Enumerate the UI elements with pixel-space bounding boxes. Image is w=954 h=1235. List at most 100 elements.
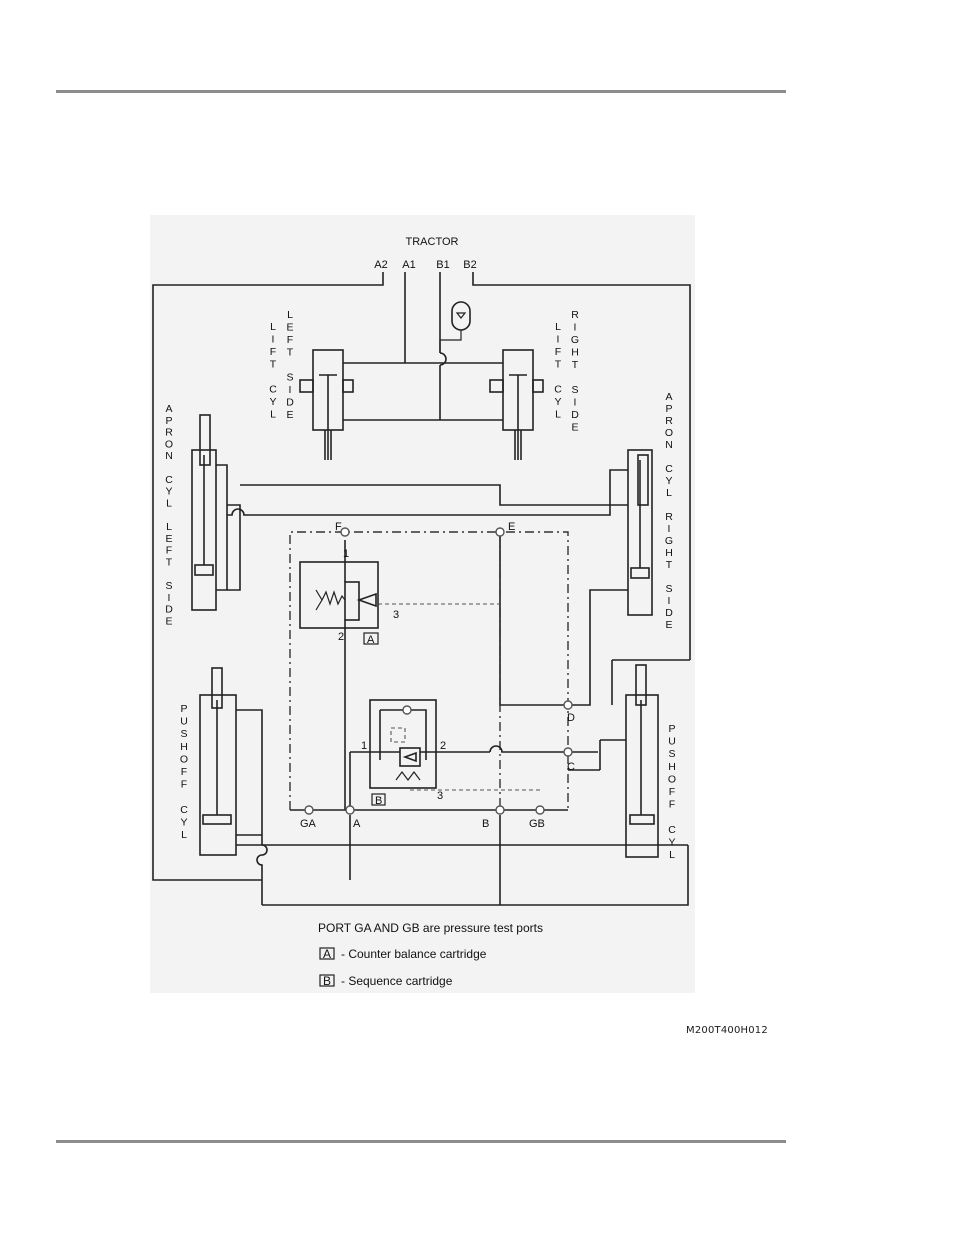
apron-cyl-right-label-letter: C (665, 463, 673, 475)
apron-cyl-left-label-letter: I (168, 592, 171, 604)
apron-cyl-left-label-letter: T (166, 556, 173, 568)
lift-left-side-label-letter: T (287, 347, 294, 359)
pushoff-cyl-left-label-letter: O (180, 753, 188, 765)
legend-a-text: - Counter balance cartridge (341, 947, 487, 961)
port-label-b2: B2 (463, 259, 476, 271)
legend-b-key: B (323, 974, 331, 988)
apron-cyl-right-label-letter: L (666, 487, 672, 499)
apron-cyl-left-label-letter: F (166, 545, 172, 557)
node-c-port (563, 747, 573, 757)
pushoff-cyl-right-label-letter: O (668, 773, 676, 785)
apron-cyl-left-label-letter: D (165, 604, 173, 616)
outer-return-circuit (152, 272, 691, 906)
lift-left-side-label-letter: L (287, 309, 293, 321)
lift-cyl-left-label-letter: C (269, 384, 277, 396)
apron-cyl-right-label-letter: P (665, 403, 672, 415)
lift-cylinder-right (489, 349, 544, 460)
cart-b-port-3: 3 (437, 790, 443, 802)
apron-cyl-right-label-letter: O (665, 427, 673, 439)
lift-cyl-right-label-letter: L (555, 321, 561, 333)
lift-cyl-left-label-letter: T (270, 359, 277, 371)
lift-left-side-label-letter: F (287, 334, 293, 346)
sequence-cartridge: 1 2 3 B (349, 699, 598, 810)
node-markers (304, 527, 573, 815)
node-c-label: C (567, 761, 575, 773)
node-ga-label: GA (300, 818, 317, 830)
apron-cyl-left-label-letter: L (166, 521, 172, 533)
port-label-b1: B1 (436, 259, 449, 271)
apron-cyl-right-label-letter: I (668, 595, 671, 607)
accumulator-icon (439, 301, 471, 353)
pushoff-cyl-left-label-letter: H (180, 741, 188, 753)
lift-cylinder-left (299, 349, 354, 460)
node-e-port (495, 527, 505, 537)
apron-cyl-right-label-letter: Y (665, 475, 672, 487)
lift-cyl-left-label-letter: I (272, 334, 275, 346)
legend-a-key: A (323, 947, 331, 961)
apron-cyl-right-label-letter: R (665, 511, 673, 523)
cart-a-port-2: 2 (338, 631, 344, 643)
pushoff-cyl-right-label-letter: Y (668, 836, 675, 848)
apron-cyl-right-label-letter: S (665, 583, 672, 595)
pushoff-cyl-right-label-letter: P (668, 723, 675, 735)
pushoff-cyl-left-label-letter: U (180, 716, 188, 728)
apron-cyl-right-label-letter: R (665, 415, 673, 427)
pushoff-cyl-left-label-letter: C (180, 804, 188, 816)
lift-cyl-right-label-letter: Y (554, 396, 561, 408)
apron-cyl-right-label-letter: E (665, 619, 672, 631)
tractor-label: TRACTOR (406, 236, 459, 248)
apron-cyl-left-label-letter: L (166, 497, 172, 509)
cart-b-port-2: 2 (440, 740, 446, 752)
apron-cyl-left-label-letter: Y (165, 486, 172, 498)
lift-right-side-label-letter: I (574, 322, 577, 334)
lift-cyl-left-label-letter: L (270, 409, 276, 421)
lift-right-side-label-letter: H (571, 347, 579, 359)
pushoff-cyl-left-label-letter: L (181, 829, 187, 841)
manifold-line (290, 769, 600, 905)
apron-cyl-left-label-letter: A (165, 403, 172, 415)
lift-left-side-label-letter: I (289, 384, 292, 396)
pushoff-cyl-left-label-letter: P (180, 703, 187, 715)
lift-left-side-label-letter: E (286, 322, 293, 334)
lift-cyl-right-label-letter: C (554, 384, 562, 396)
lift-cyl-right-label-letter: L (555, 409, 561, 421)
cart-a-tag: A (367, 634, 375, 646)
apron-cyl-right-label-letter: I (668, 523, 671, 535)
lift-cyl-right-label-letter: I (557, 334, 560, 346)
legend-note: PORT GA AND GB are pressure test ports (318, 921, 543, 935)
lift-left-side-label-letter: S (286, 372, 293, 384)
counter-balance-cartridge: 1 2 3 A (299, 540, 399, 810)
apron-cyl-right-label-letter: G (665, 535, 673, 547)
lift-left-side-label-letter: E (286, 409, 293, 421)
pushoff-cyl-left-label-letter: S (180, 728, 187, 740)
cart-a-port-1: 1 (343, 548, 349, 560)
figure-code: M200T400H012 (686, 1025, 768, 1036)
lift-right-side-label-letter: S (571, 384, 578, 396)
lift-right-side-label-letter: T (572, 359, 579, 371)
port-label-a2: A2 (374, 259, 387, 271)
lift-cyl-left-label-letter: Y (269, 396, 276, 408)
apron-cylinder-right (627, 449, 653, 616)
apron-cyl-left-label-letter: N (165, 450, 173, 462)
lift-cyl-right-label-letter: T (555, 359, 562, 371)
lift-right-side-label-letter: I (574, 397, 577, 409)
lift-right-side-label-letter: R (571, 309, 579, 321)
apron-cyl-right-label-letter: N (665, 439, 673, 451)
pushoff-cyl-right-label-letter: S (668, 748, 675, 760)
pushoff-cylinder-right (599, 664, 659, 858)
cart-b-port-1: 1 (361, 740, 367, 752)
pushoff-cyl-left-label-letter: F (181, 766, 187, 778)
lift-cyl-left-label-letter: L (270, 321, 276, 333)
lift-right-side-label-letter: D (571, 409, 579, 421)
legend: PORT GA AND GB are pressure test ports A… (318, 921, 543, 988)
pushoff-cyl-right-label-letter: U (668, 736, 676, 748)
pushoff-cyl-right-label-letter: F (669, 786, 675, 798)
apron-cyl-left-label-letter: S (165, 580, 172, 592)
node-d-label: D (567, 712, 575, 724)
